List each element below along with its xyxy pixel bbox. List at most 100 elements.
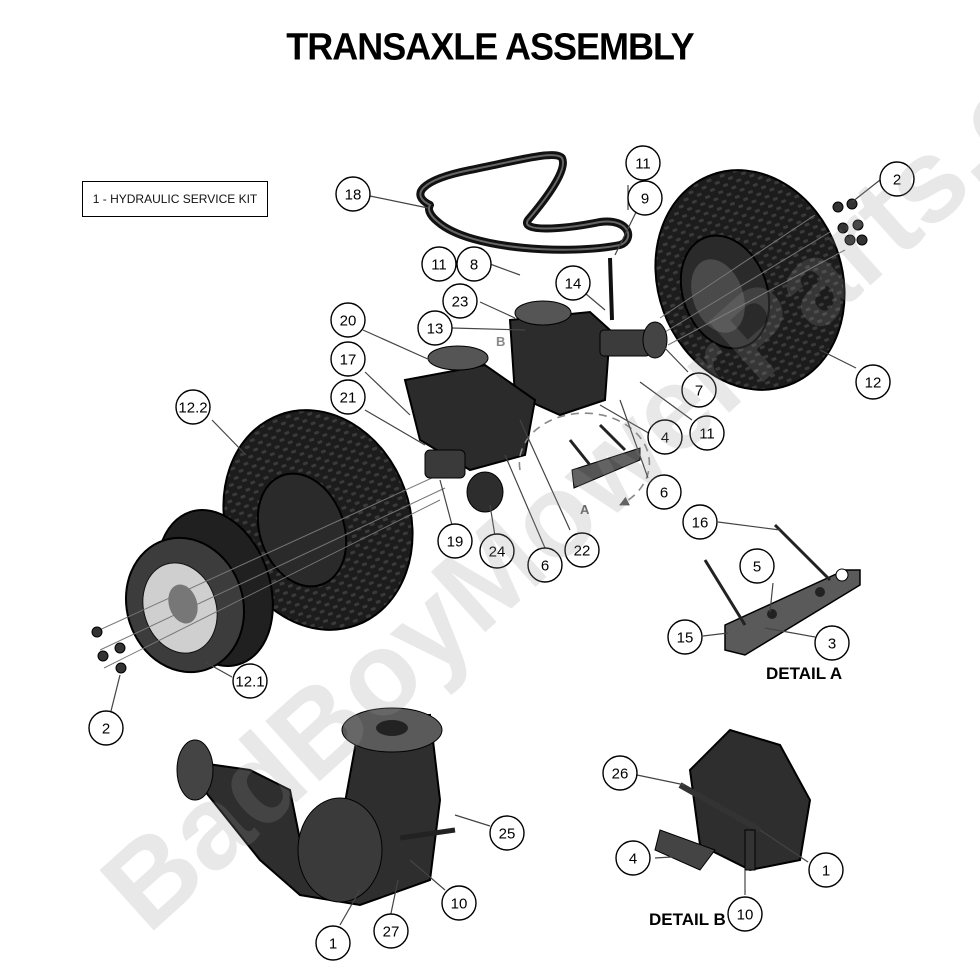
callout-number: 5 bbox=[753, 559, 761, 576]
callout-11: 11 bbox=[421, 246, 457, 282]
callout-number: 2 bbox=[102, 721, 110, 738]
callout-1: 1 bbox=[808, 852, 844, 888]
callout-number: 1 bbox=[329, 936, 337, 953]
callout-2: 2 bbox=[88, 710, 124, 746]
callout-number: 1 bbox=[822, 863, 830, 880]
callout-number: 23 bbox=[452, 294, 469, 311]
callout-26: 26 bbox=[602, 755, 638, 791]
callout-circle bbox=[739, 548, 775, 584]
callout-number: 6 bbox=[660, 485, 668, 502]
callout-12-1: 12.1 bbox=[232, 663, 268, 699]
callout-circle bbox=[315, 925, 351, 961]
callout-20: 20 bbox=[330, 302, 366, 338]
callout-circle bbox=[330, 379, 366, 415]
callout-circle bbox=[555, 265, 591, 301]
callout-number: 13 bbox=[427, 321, 444, 338]
callout-number: 4 bbox=[661, 430, 669, 447]
callout-circle bbox=[879, 161, 915, 197]
callout-circle bbox=[689, 415, 725, 451]
callout-number: 8 bbox=[470, 257, 478, 274]
detail-a-bracket bbox=[703, 523, 861, 656]
detail-b-label: DETAIL B bbox=[649, 910, 726, 929]
callout-5: 5 bbox=[739, 548, 775, 584]
callout-circle bbox=[417, 310, 453, 346]
callout-6: 6 bbox=[527, 547, 563, 583]
callout-2: 2 bbox=[879, 161, 915, 197]
callout-number: 9 bbox=[641, 191, 649, 208]
callout-number: 12.2 bbox=[178, 400, 207, 417]
callout-11: 11 bbox=[625, 145, 661, 181]
callout-number: 15 bbox=[677, 630, 694, 647]
callout-6: 6 bbox=[646, 474, 682, 510]
callout-circle bbox=[373, 913, 409, 949]
detail-a-bracket-small bbox=[568, 423, 641, 489]
callout-circle bbox=[175, 389, 211, 425]
callout-number: 26 bbox=[612, 766, 629, 783]
callout-9: 9 bbox=[627, 180, 663, 216]
callout-3: 3 bbox=[814, 625, 850, 661]
callout-number: 4 bbox=[629, 851, 637, 868]
transaxle-detail-view bbox=[176, 707, 456, 907]
detail-a-indicator bbox=[518, 412, 651, 506]
callout-circle bbox=[646, 474, 682, 510]
callout-23: 23 bbox=[442, 283, 478, 319]
callout-number: 11 bbox=[635, 156, 651, 173]
callout-number: 14 bbox=[565, 276, 582, 293]
callout-number: 10 bbox=[451, 896, 468, 913]
callout-number: 2 bbox=[893, 172, 901, 189]
callout-number: 11 bbox=[431, 257, 447, 274]
callout-circle bbox=[682, 504, 718, 540]
callout-22: 22 bbox=[564, 532, 600, 568]
callout-13: 13 bbox=[417, 310, 453, 346]
callout-number: 24 bbox=[489, 544, 506, 561]
callout-circle bbox=[232, 663, 268, 699]
callout-4: 4 bbox=[615, 840, 651, 876]
callout-circle bbox=[667, 619, 703, 655]
callout-number: 21 bbox=[340, 390, 357, 407]
callout-circle bbox=[456, 246, 492, 282]
callout-circle bbox=[564, 532, 600, 568]
lug-nuts bbox=[91, 198, 868, 674]
callout-number: 7 bbox=[695, 383, 703, 400]
callout-number: 19 bbox=[447, 534, 464, 551]
callout-number: 18 bbox=[345, 187, 362, 204]
detail-b-view bbox=[654, 728, 812, 872]
callout-15: 15 bbox=[667, 619, 703, 655]
callout-circle bbox=[88, 710, 124, 746]
view-mark-b: B bbox=[496, 334, 505, 349]
callout-12: 12 bbox=[855, 364, 891, 400]
callout-circle bbox=[330, 302, 366, 338]
callout-number: 16 bbox=[692, 515, 709, 532]
leader-lines bbox=[109, 179, 881, 926]
callout-circle bbox=[681, 372, 717, 408]
callout-11: 11 bbox=[689, 415, 725, 451]
callout-circle bbox=[814, 625, 850, 661]
callout-number: 11 bbox=[699, 426, 715, 443]
upper-transaxle bbox=[508, 257, 668, 417]
callout-19: 19 bbox=[437, 523, 473, 559]
callout-circle bbox=[421, 246, 457, 282]
drive-belt bbox=[416, 151, 633, 254]
callout-number: 10 bbox=[737, 907, 754, 924]
callout-circle bbox=[335, 176, 371, 212]
detail-a-label: DETAIL A bbox=[766, 664, 843, 683]
callout-number: 22 bbox=[574, 543, 591, 560]
callout-10: 10 bbox=[727, 896, 763, 932]
callout-4: 4 bbox=[647, 419, 683, 455]
callout-27: 27 bbox=[373, 913, 409, 949]
callout-circle bbox=[441, 885, 477, 921]
callout-circle bbox=[489, 815, 525, 851]
callout-7: 7 bbox=[681, 372, 717, 408]
callout-circle bbox=[437, 523, 473, 559]
callout-number: 25 bbox=[499, 826, 516, 843]
callout-circle bbox=[627, 180, 663, 216]
hydraulic-kit-label: 1 - HYDRAULIC SERVICE KIT bbox=[82, 181, 268, 217]
callout-16: 16 bbox=[682, 504, 718, 540]
callout-number: 6 bbox=[541, 558, 549, 575]
callout-circle bbox=[442, 283, 478, 319]
page-title: TRANSAXLE ASSEMBLY bbox=[286, 24, 694, 68]
callout-circle bbox=[855, 364, 891, 400]
